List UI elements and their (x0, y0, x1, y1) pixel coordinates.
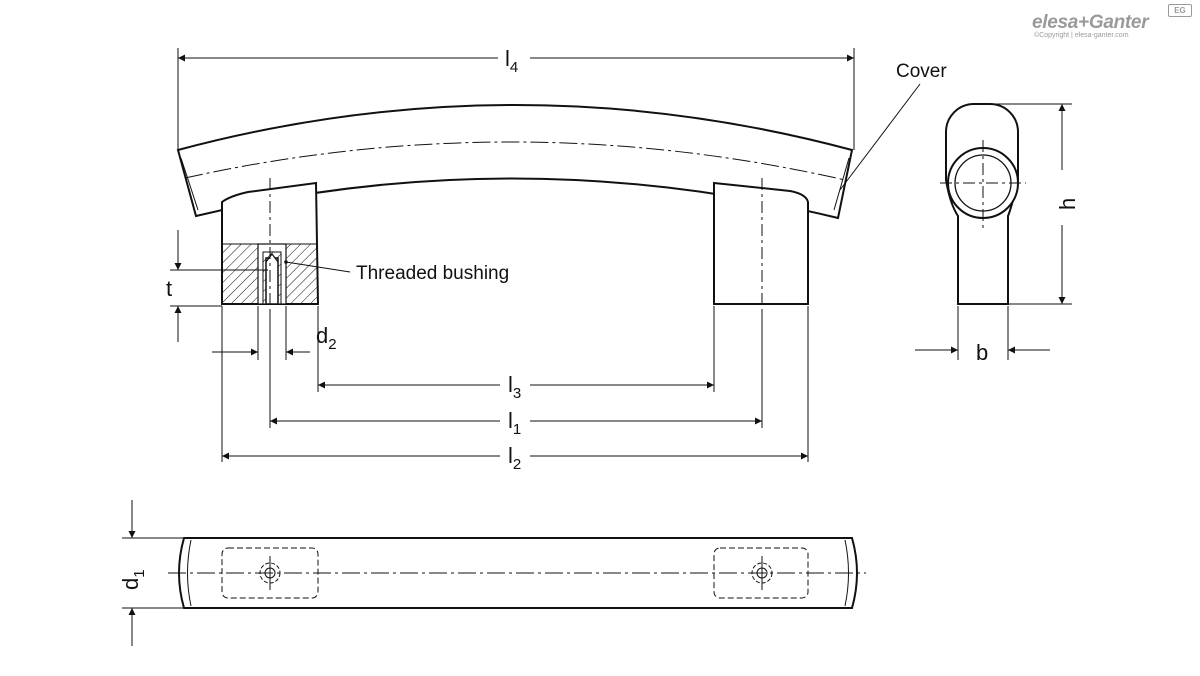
dim-d1: d1 (118, 569, 148, 590)
label-cover: Cover (896, 61, 947, 82)
dim-h: h (1055, 198, 1080, 210)
dim-l3: l3 (508, 372, 521, 402)
dim-d2: d2 (316, 323, 337, 353)
dim-l4: l4 (505, 46, 518, 76)
dim-l2: l2 (508, 443, 521, 473)
brand-badge: EG (1168, 4, 1192, 17)
brand-name: elesa+Ganter (1032, 12, 1149, 33)
leg-centerlines (269, 178, 763, 312)
brand-copyright: ©Copyright | elesa-ganter.com (1034, 32, 1129, 39)
leader-cover (839, 83, 921, 191)
side-view (945, 103, 1019, 305)
dim-t: t (166, 276, 172, 301)
leader-threaded-bushing (285, 261, 351, 273)
right-cover-line (833, 157, 850, 211)
bar-centerline (184, 141, 846, 181)
brand-logo: elesa+Ganter ©Copyright | elesa-ganter.c… (1032, 12, 1149, 39)
side-view-lines (915, 103, 1072, 360)
right-leg (713, 181, 809, 305)
front-view (176, 104, 854, 305)
left-cover-line (180, 157, 199, 211)
bushing-hole (265, 257, 279, 305)
top-view-details (122, 500, 866, 646)
extension-lines (170, 48, 855, 462)
dimension-lines (174, 54, 921, 460)
dim-l1: l1 (508, 408, 521, 438)
label-threaded-bushing: Threaded bushing (356, 263, 509, 284)
dim-b: b (976, 340, 988, 365)
